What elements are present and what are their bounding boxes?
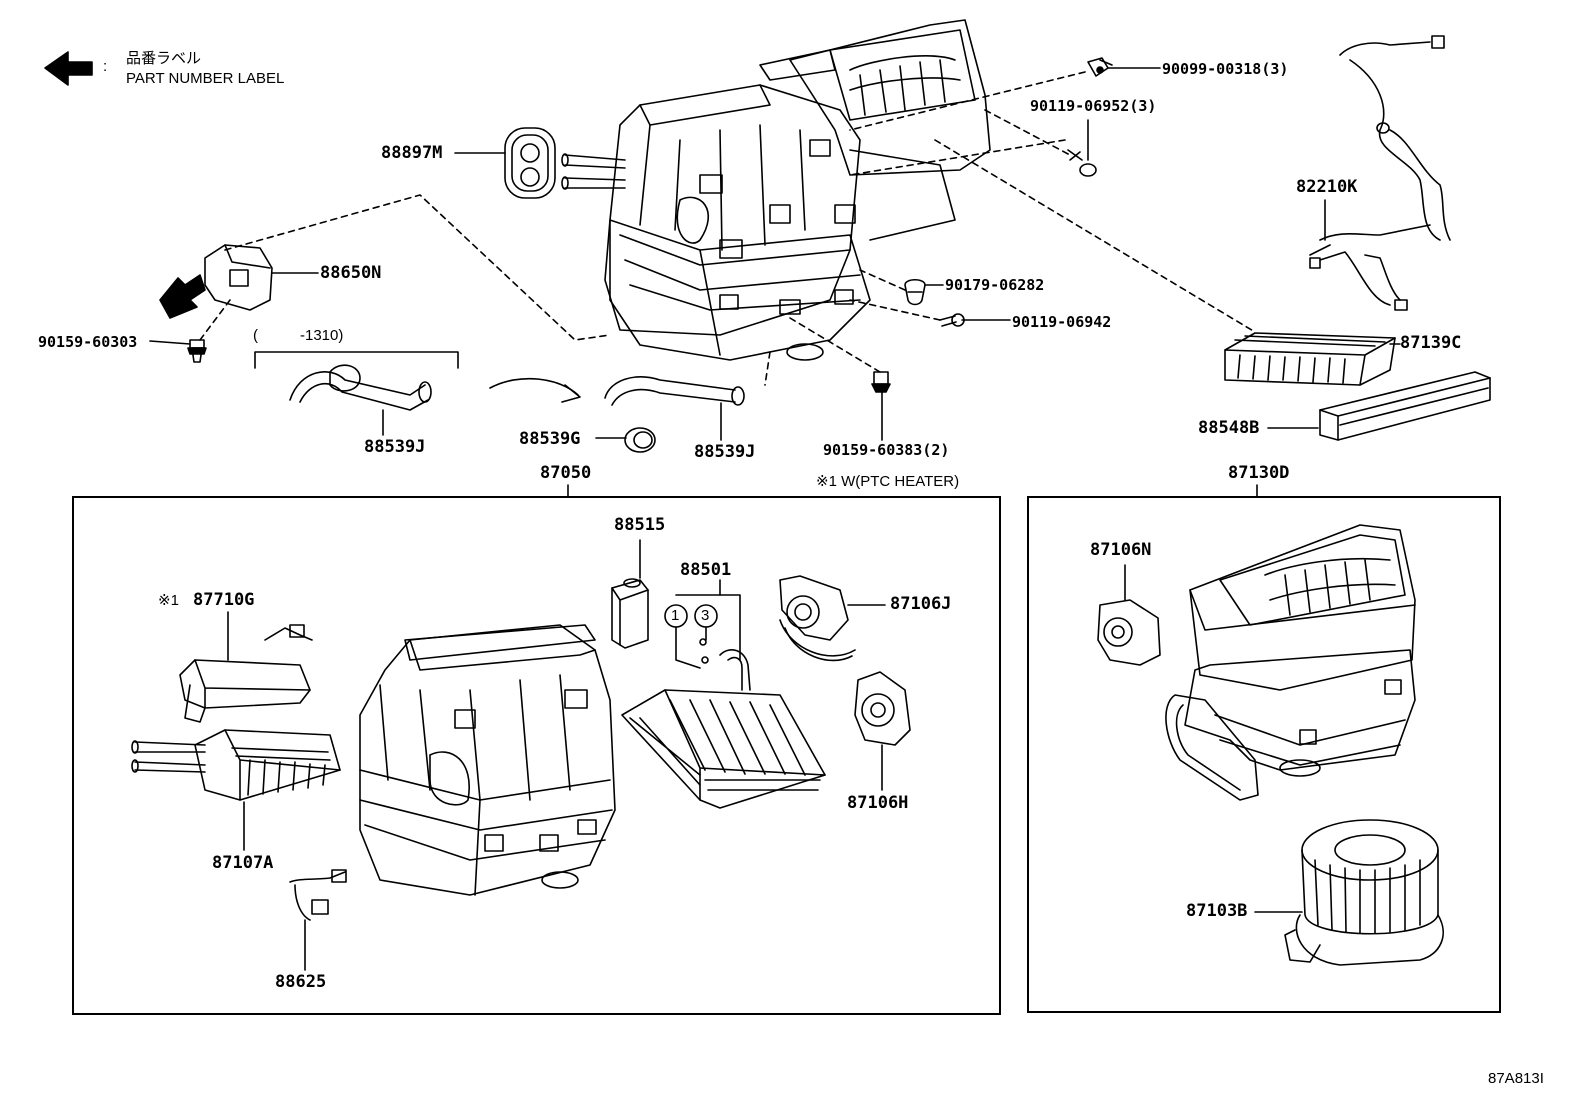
blower-case-87130D-drawing: [1165, 524, 1416, 801]
leader-solid-lines: [149, 67, 1401, 497]
actuator-87106J-drawing: [779, 575, 886, 662]
figure-code: 87A813I: [1488, 1070, 1544, 1087]
hvac-case-87050-drawing: [359, 624, 616, 896]
legend-separator: :: [103, 58, 108, 75]
actuator-87106N-drawing: [1097, 564, 1161, 666]
blower-motor-87103B-drawing: [1254, 819, 1444, 966]
nut-90179-06282-drawing: [904, 278, 926, 306]
part-label-87103B[interactable]: 87103B: [1186, 901, 1248, 921]
grommet-88897M-drawing: [504, 127, 556, 199]
part-label-87710G[interactable]: 87710G: [193, 590, 255, 610]
part-label-82210K[interactable]: 82210K: [1296, 177, 1358, 197]
part-label-88501[interactable]: 88501: [680, 560, 732, 580]
bolt-90119-06942-drawing: [939, 313, 965, 327]
part-label-88897M[interactable]: 88897M: [381, 143, 443, 163]
range-bracket-open: (: [253, 327, 258, 344]
grommet-88539G-drawing: [624, 427, 656, 453]
part-label-87106H[interactable]: 87106H: [847, 793, 909, 813]
part-label-87106N[interactable]: 87106N: [1090, 540, 1152, 560]
part-label-87130D[interactable]: 87130D: [1228, 463, 1290, 483]
ptc-heater-87710G-drawing: [179, 611, 313, 723]
assembly-box-87130D: [1027, 496, 1501, 1013]
part-label-88539G[interactable]: 88539G: [519, 429, 581, 449]
filter-87139C-drawing: [1224, 332, 1396, 386]
drain-hose-88539J-left-drawing: [289, 364, 432, 411]
drain-hose-88539J-right-drawing: [604, 376, 745, 406]
part-label-87050[interactable]: 87050: [540, 463, 592, 483]
screw-90159-60383-drawing: [871, 371, 891, 393]
part-label-90159-60383[interactable]: 90159-60383(2): [823, 441, 950, 459]
screw-90159-60303-drawing: [187, 339, 207, 363]
part-label-87107A[interactable]: 87107A: [212, 853, 274, 873]
wire-harness-82210K-drawing: [1309, 35, 1451, 311]
heater-core-87107A-drawing: [131, 729, 341, 851]
part-label-88539J-left[interactable]: 88539J: [364, 437, 426, 457]
part-label-87139C[interactable]: 87139C: [1400, 333, 1462, 353]
curved-arrow-icon: [489, 377, 579, 396]
range-bracket-line: [254, 351, 459, 369]
part-label-90119-06942[interactable]: 90119-06942: [1012, 313, 1112, 331]
part-label-88548B[interactable]: 88548B: [1198, 418, 1260, 438]
part-label-88625[interactable]: 88625: [275, 972, 327, 992]
actuator-87106H-drawing: [854, 671, 911, 791]
expansion-valve-88515-drawing: [611, 539, 649, 649]
range-bracket-text: -1310): [300, 327, 344, 344]
part-label-90119-06952[interactable]: 90119-06952(3): [1030, 97, 1157, 115]
leader-dashed-lines: [199, 71, 1256, 386]
sensor-88625-drawing: [289, 869, 347, 971]
legend-label-en: PART NUMBER LABEL: [126, 70, 285, 87]
actuator-88650N-drawing: [159, 244, 273, 319]
part-label-88515[interactable]: 88515: [614, 515, 666, 535]
circled-number-3: 3: [701, 607, 710, 624]
part-label-88539J-right[interactable]: 88539J: [694, 442, 756, 462]
part-label-arrow-icon: [44, 51, 93, 86]
assembly-box-87050: [72, 496, 1001, 1015]
evaporator-88501-drawing: [621, 579, 826, 809]
part-label-87106J[interactable]: 87106J: [890, 594, 952, 614]
part-label-90099-00318[interactable]: 90099-00318(3): [1162, 60, 1289, 78]
part-label-88650N[interactable]: 88650N: [320, 263, 382, 283]
screw-90099-00318-drawing: [1087, 57, 1113, 77]
part-label-90179-06282[interactable]: 90179-06282: [945, 276, 1045, 294]
bolt-90119-06952-drawing: [1067, 149, 1097, 177]
part-label-90159-60303[interactable]: 90159-60303: [38, 333, 138, 351]
circled-number-1: 1: [671, 607, 680, 624]
ptc-heater-note: ※1 W(PTC HEATER): [816, 473, 960, 490]
legend-label-jp: 品番ラベル: [126, 50, 202, 67]
part-label-arrow-icon: [159, 274, 206, 319]
part-label-87710G-mark: ※1: [158, 592, 179, 609]
filter-cover-88548B-drawing: [1319, 371, 1491, 441]
main-hvac-unit-drawing: [561, 19, 991, 361]
